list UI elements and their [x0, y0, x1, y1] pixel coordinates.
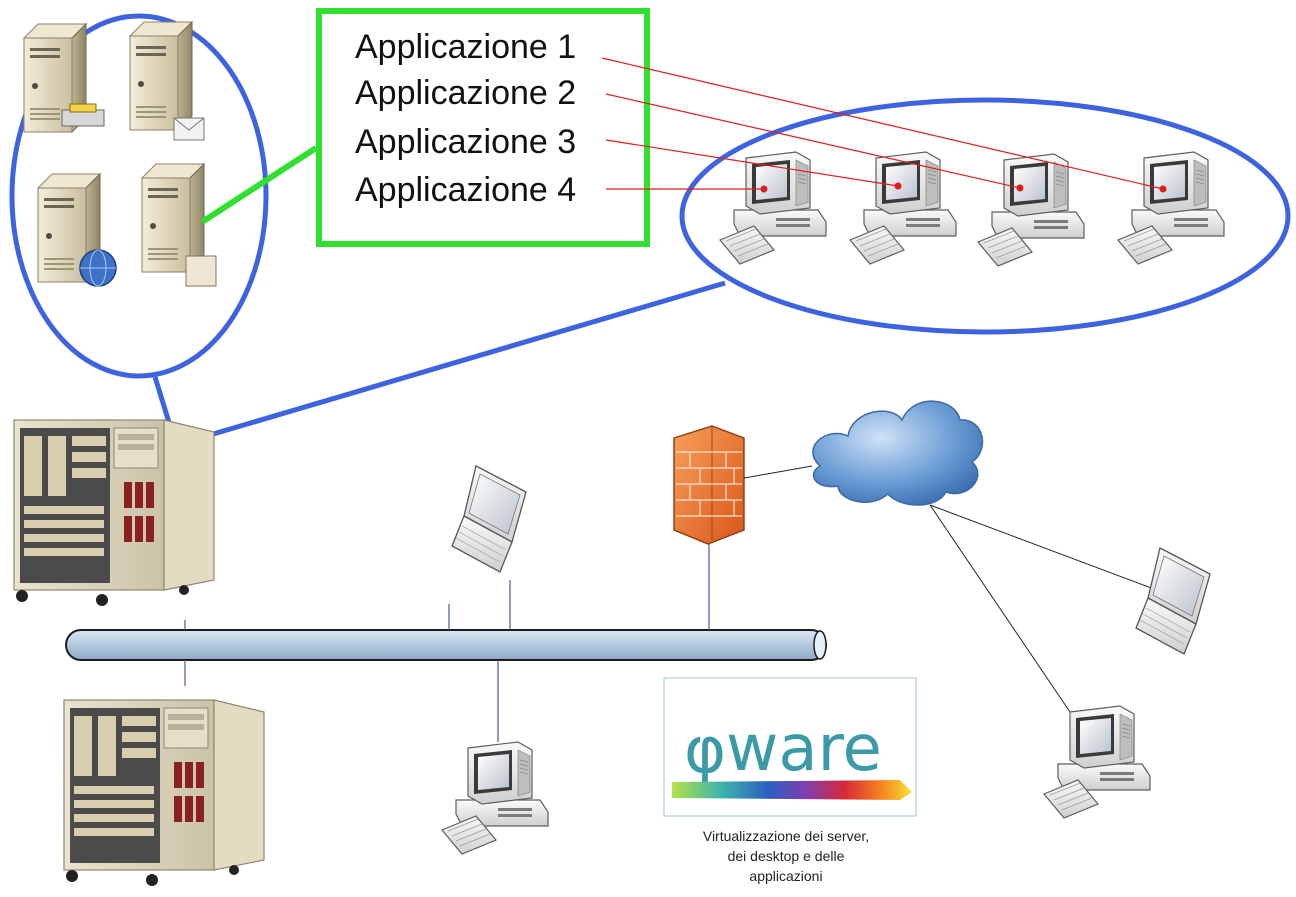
- logo-caption: Virtualizzazione dei server, dei desktop…: [648, 826, 924, 886]
- logo-word: ware: [726, 712, 882, 786]
- desktop-group-ellipse: [679, 97, 1291, 335]
- firewall-icon: [673, 425, 745, 545]
- desktop-callout-line: [175, 280, 726, 448]
- application-1-endpoint: [1159, 185, 1167, 193]
- logo-symbol: φ: [684, 714, 726, 788]
- server-group-ellipse: [9, 13, 269, 379]
- application-4-label: Applicazione 4: [355, 171, 576, 209]
- vmware-logo: φ ware: [663, 677, 917, 817]
- application-3-label: Applicazione 3: [355, 123, 576, 161]
- application-3-link: [605, 139, 899, 187]
- paper-icon: [69, 103, 97, 113]
- application-2-link: [605, 93, 1021, 189]
- logo-color-bar: [672, 780, 912, 800]
- physical-server-icon: [13, 419, 215, 607]
- application-2-label: Applicazione 2: [355, 74, 576, 112]
- firewall-to-cloud-link: [743, 465, 813, 479]
- desktop-computer-icon: [1043, 705, 1151, 819]
- caption-line-1: Virtualizzazione dei server,: [702, 828, 870, 844]
- network-backbone: [65, 629, 827, 661]
- desktop-computer-icon: [1117, 151, 1225, 265]
- desktop-computer-icon: [977, 153, 1085, 267]
- cloud-to-laptop-link: [929, 504, 1163, 593]
- server-tower-icon: [129, 21, 193, 131]
- desktop-computer-icon: [441, 741, 549, 855]
- application-3-endpoint: [894, 182, 902, 190]
- desktop-computer-icon: [849, 151, 957, 265]
- caption-line-3: applicazioni: [749, 868, 823, 884]
- cloud-icon: [812, 400, 984, 506]
- caption-line-2: dei desktop e delle: [727, 848, 845, 864]
- laptop-icon: [451, 465, 527, 573]
- server-to-apps-connector: [200, 145, 318, 225]
- applications-box: [316, 8, 650, 247]
- document-icon: [185, 255, 217, 287]
- application-1-label: Applicazione 1: [355, 28, 576, 66]
- laptop-icon: [1135, 547, 1211, 655]
- cloud-to-desktop-link: [929, 504, 1071, 713]
- application-4-endpoint: [760, 185, 768, 193]
- application-2-endpoint: [1016, 184, 1024, 192]
- application-1-link: [601, 57, 1164, 190]
- physical-server-icon: [63, 699, 265, 887]
- desktop-computer-icon: [719, 151, 827, 265]
